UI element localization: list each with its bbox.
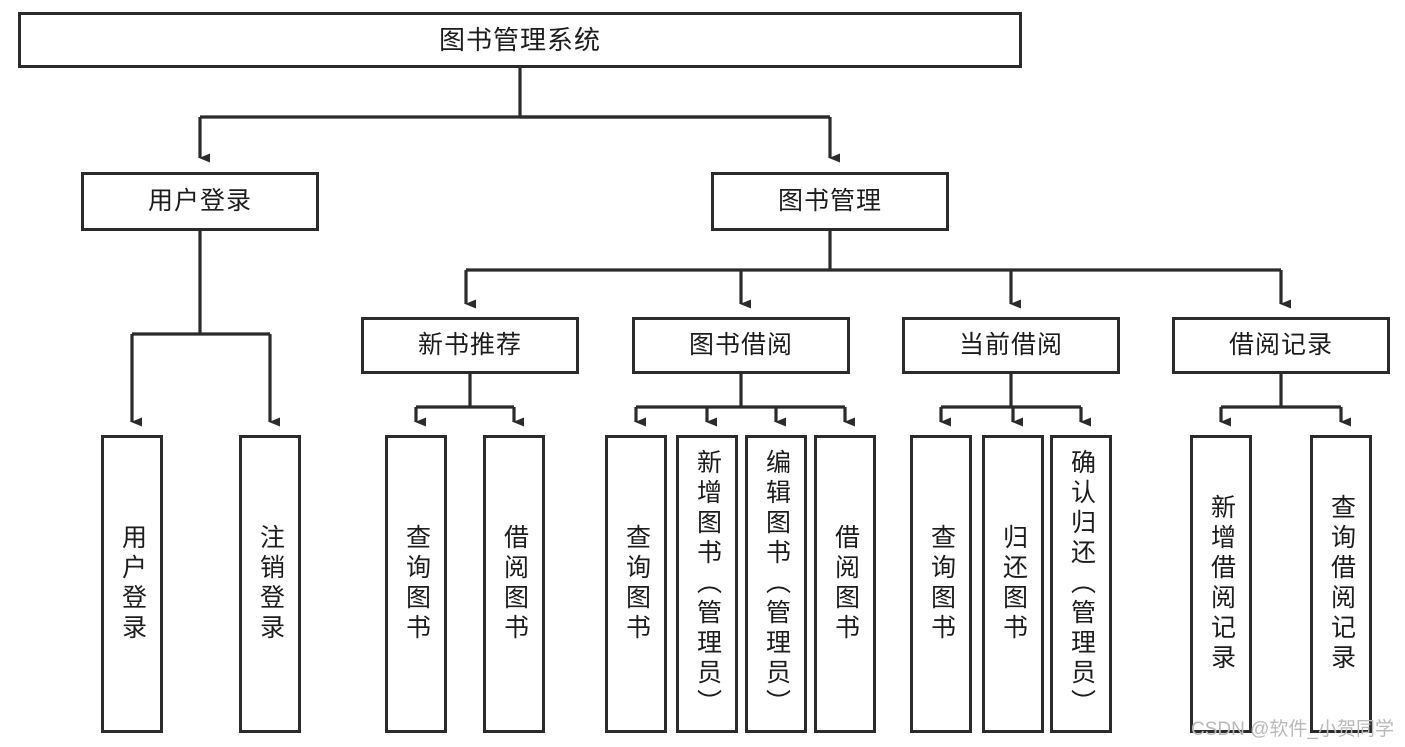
- leaf-add-book-admin-label: 新增图书（管理员）: [693, 449, 722, 719]
- node-new-book-rec[interactable]: 新书推荐: [361, 317, 579, 374]
- node-root[interactable]: 图书管理系统: [18, 12, 1022, 68]
- leaf-logout-login[interactable]: 注销登录: [239, 435, 301, 733]
- leaf-edit-book-admin[interactable]: 编辑图书（管理员）: [745, 435, 807, 733]
- node-new-book-rec-label: 新书推荐: [417, 330, 522, 359]
- leaf-query-book-3[interactable]: 查询图书: [910, 435, 972, 733]
- leaf-query-book-2[interactable]: 查询图书: [605, 435, 667, 733]
- node-book-borrow-label: 图书借阅: [688, 330, 793, 359]
- leaf-query-book-2-label: 查询图书: [622, 524, 651, 644]
- leaf-query-book-3-label: 查询图书: [927, 524, 956, 644]
- csdn-watermark: CSDN @软件_小贺同学: [1191, 719, 1394, 740]
- node-book-manage-label: 图书管理: [777, 186, 882, 215]
- leaf-return-book[interactable]: 归还图书: [982, 435, 1044, 733]
- leaf-borrow-book-1[interactable]: 借阅图书: [483, 435, 545, 733]
- leaf-add-book-admin[interactable]: 新增图书（管理员）: [676, 435, 738, 733]
- node-book-borrow[interactable]: 图书借阅: [632, 317, 850, 374]
- node-root-label: 图书管理系统: [438, 24, 601, 55]
- node-borrow-record-label: 借阅记录: [1228, 330, 1333, 359]
- node-user-login-label: 用户登录: [147, 186, 252, 215]
- leaf-user-login[interactable]: 用户登录: [101, 435, 163, 733]
- leaf-confirm-return-admin-label: 确认归还（管理员）: [1067, 449, 1096, 719]
- leaf-user-login-label: 用户登录: [118, 524, 147, 644]
- leaf-borrow-book-2-label: 借阅图书: [831, 524, 860, 644]
- node-book-manage[interactable]: 图书管理: [711, 172, 949, 231]
- node-current-borrow[interactable]: 当前借阅: [902, 317, 1120, 374]
- node-current-borrow-label: 当前借阅: [958, 330, 1063, 359]
- node-borrow-record[interactable]: 借阅记录: [1172, 317, 1390, 374]
- leaf-query-borrow-record-label: 查询借阅记录: [1327, 494, 1356, 674]
- leaf-add-borrow-record[interactable]: 新增借阅记录: [1190, 435, 1252, 733]
- leaf-query-book-1[interactable]: 查询图书: [385, 435, 447, 733]
- leaf-confirm-return-admin[interactable]: 确认归还（管理员）: [1050, 435, 1112, 733]
- leaf-return-book-label: 归还图书: [999, 524, 1028, 644]
- leaf-borrow-book-1-label: 借阅图书: [500, 524, 529, 644]
- leaf-borrow-book-2[interactable]: 借阅图书: [814, 435, 876, 733]
- node-user-login[interactable]: 用户登录: [81, 172, 319, 231]
- leaf-query-borrow-record[interactable]: 查询借阅记录: [1310, 435, 1372, 733]
- leaf-logout-login-label: 注销登录: [256, 524, 285, 644]
- leaf-query-book-1-label: 查询图书: [402, 524, 431, 644]
- leaf-edit-book-admin-label: 编辑图书（管理员）: [762, 449, 791, 719]
- leaf-add-borrow-record-label: 新增借阅记录: [1207, 494, 1236, 674]
